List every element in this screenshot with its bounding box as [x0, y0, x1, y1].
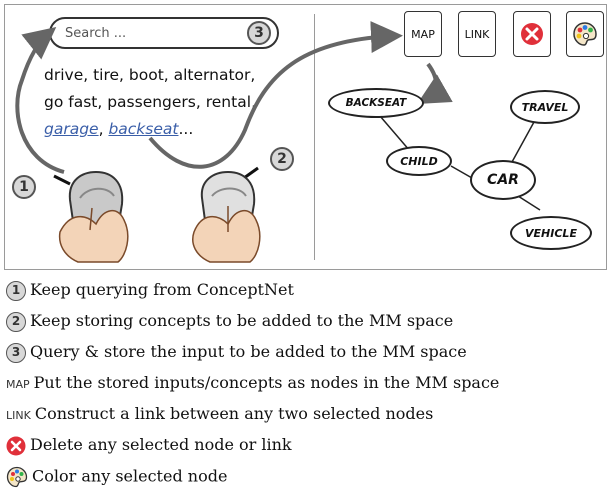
node-vehicle[interactable]: VEHICLE	[510, 216, 592, 250]
palette-icon	[573, 22, 597, 46]
concept-line-2: go fast, passengers, rental,	[44, 93, 256, 111]
map-button[interactable]: MAP	[404, 11, 442, 57]
legend-text-1: Keep querying from ConceptNet	[30, 280, 294, 299]
legend-marker-link: LINK	[6, 409, 31, 422]
delete-button[interactable]	[513, 11, 551, 57]
delete-icon	[521, 23, 543, 45]
legend-marker-1: 1	[6, 280, 26, 301]
mouse-hand-right-icon	[192, 170, 261, 263]
legend-item-color: Color any selected node	[6, 466, 227, 488]
legend-text-map: Put the stored inputs/concepts as nodes …	[33, 373, 500, 392]
step-1-badge: 1	[12, 175, 36, 199]
legend-text-3: Query & store the input to be added to t…	[30, 342, 467, 361]
concept-list: drive, tire, boot, alternator, go fast, …	[44, 62, 314, 143]
interaction-illustration	[15, 21, 541, 263]
arrow-map	[417, 62, 453, 104]
legend-text-2: Keep storing concepts to be added to the…	[30, 311, 454, 330]
concept-link-garage[interactable]: garage	[44, 120, 99, 138]
step-2-badge: 2	[270, 147, 294, 171]
concept-separator: ,	[98, 120, 109, 138]
mouse-hand-left-icon	[58, 170, 129, 263]
legend-delete-icon	[6, 436, 26, 455]
node-travel[interactable]: TRAVEL	[510, 90, 580, 124]
node-child[interactable]: CHILD	[386, 146, 452, 176]
legend-palette-icon	[6, 466, 28, 488]
concept-ellipsis: ...	[178, 120, 194, 138]
legend-text-link: Construct a link between any two selecte…	[34, 404, 434, 423]
legend-text-delete: Delete any selected node or link	[30, 435, 292, 454]
concept-link-backseat[interactable]: backseat	[108, 120, 179, 138]
link-button[interactable]: LINK	[458, 11, 496, 57]
concept-line-3: garage, backseat...	[44, 116, 314, 143]
legend-marker-3: 3	[6, 342, 26, 363]
concept-line-1: drive, tire, boot, alternator,	[44, 66, 256, 84]
node-car[interactable]: CAR	[470, 160, 536, 200]
arrow-2	[148, 21, 403, 169]
ui-panel	[4, 4, 607, 270]
legend-text-color: Color any selected node	[32, 466, 228, 486]
panel-divider	[314, 14, 315, 260]
legend-item-delete: Delete any selected node or link	[6, 435, 292, 456]
search-placeholder: Search ...	[65, 26, 127, 41]
legend-marker-2: 2	[6, 311, 26, 332]
node-backseat[interactable]: BACKSEAT	[328, 88, 424, 118]
step-3-badge: 3	[247, 21, 271, 45]
arrow-1	[15, 26, 65, 174]
legend-marker-map: MAP	[6, 378, 30, 391]
color-button[interactable]	[566, 11, 604, 57]
